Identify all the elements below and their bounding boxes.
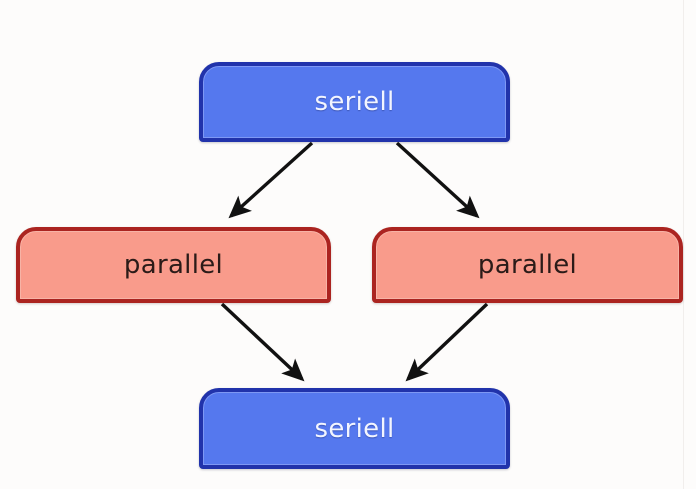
node-serial-top[interactable]: seriell <box>199 62 510 142</box>
edge-right-to-bottom <box>405 302 489 382</box>
node-label: seriell <box>314 87 395 117</box>
edge-left-to-bottom <box>220 302 305 382</box>
frame-edge-line <box>683 0 684 489</box>
node-parallel-left[interactable]: parallel <box>16 227 331 303</box>
node-parallel-right[interactable]: parallel <box>372 227 683 303</box>
node-label: parallel <box>477 250 578 280</box>
node-label: parallel <box>123 250 224 280</box>
node-serial-bottom[interactable]: seriell <box>199 388 510 469</box>
node-label: seriell <box>314 413 395 444</box>
edge-top-to-left <box>228 141 314 219</box>
edge-top-to-right <box>395 141 480 219</box>
